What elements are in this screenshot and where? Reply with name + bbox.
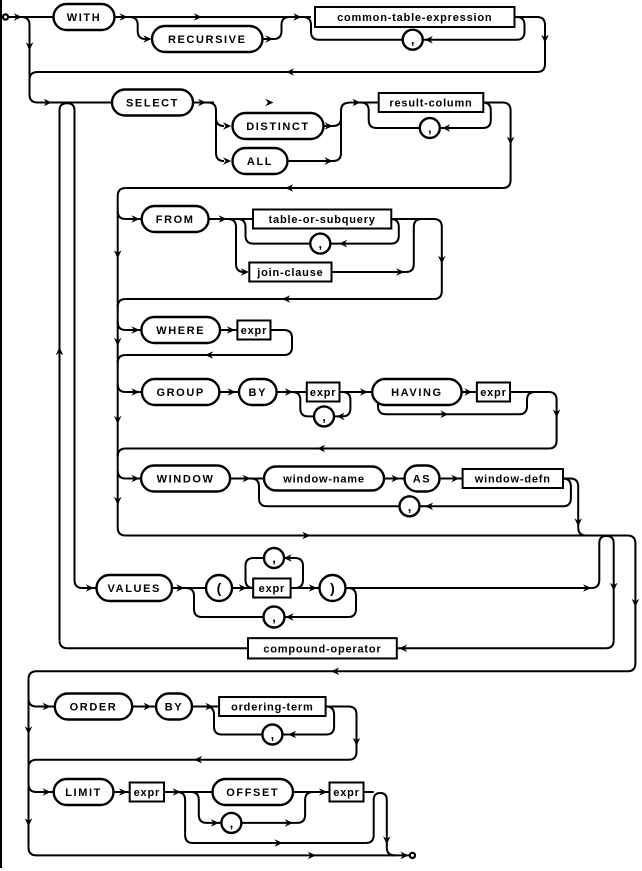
svg-text:DISTINCT: DISTINCT bbox=[246, 121, 310, 133]
svg-text:,: , bbox=[322, 409, 326, 424]
svg-text:ordering-term: ordering-term bbox=[231, 702, 314, 714]
svg-text:(: ( bbox=[217, 580, 222, 596]
svg-text:GROUP: GROUP bbox=[156, 387, 204, 399]
svg-text:AS: AS bbox=[413, 474, 431, 486]
svg-text:SELECT: SELECT bbox=[126, 98, 179, 110]
svg-text:common-table-expression: common-table-expression bbox=[337, 12, 492, 24]
svg-text:FROM: FROM bbox=[156, 214, 195, 226]
svg-text:LIMIT: LIMIT bbox=[65, 787, 102, 799]
svg-text:,: , bbox=[272, 610, 276, 625]
svg-text:result-column: result-column bbox=[389, 98, 472, 110]
svg-text:,: , bbox=[271, 727, 275, 742]
svg-text:,: , bbox=[230, 815, 234, 830]
svg-text:expr: expr bbox=[134, 787, 160, 799]
svg-text:RECURSIVE: RECURSIVE bbox=[168, 34, 247, 46]
svg-text:,: , bbox=[272, 551, 276, 566]
svg-text:expr: expr bbox=[333, 787, 359, 799]
svg-text:table-or-subquery: table-or-subquery bbox=[269, 214, 376, 226]
svg-text:VALUES: VALUES bbox=[108, 583, 161, 595]
svg-text:BY: BY bbox=[165, 702, 183, 714]
svg-text:expr: expr bbox=[480, 387, 506, 399]
svg-text:window-defn: window-defn bbox=[474, 474, 551, 486]
svg-text:HAVING: HAVING bbox=[391, 387, 443, 399]
svg-text:ALL: ALL bbox=[247, 156, 273, 168]
svg-text:WINDOW: WINDOW bbox=[157, 474, 215, 486]
svg-text:window-name: window-name bbox=[282, 474, 365, 486]
svg-text:,: , bbox=[428, 121, 432, 136]
svg-text:expr: expr bbox=[310, 387, 336, 399]
svg-text:compound-operator: compound-operator bbox=[263, 643, 381, 655]
svg-text:,: , bbox=[411, 32, 415, 47]
svg-text:join-clause: join-clause bbox=[256, 267, 323, 279]
svg-text:,: , bbox=[408, 499, 412, 514]
svg-text:WHERE: WHERE bbox=[156, 325, 205, 337]
svg-text:): ) bbox=[330, 580, 335, 596]
svg-text:OFFSET: OFFSET bbox=[226, 787, 279, 799]
svg-text:expr: expr bbox=[259, 583, 285, 595]
svg-text:expr: expr bbox=[241, 325, 267, 337]
svg-text:WITH: WITH bbox=[67, 12, 102, 24]
svg-text:ORDER: ORDER bbox=[70, 702, 118, 714]
svg-text:,: , bbox=[318, 236, 322, 251]
svg-text:BY: BY bbox=[249, 387, 267, 399]
